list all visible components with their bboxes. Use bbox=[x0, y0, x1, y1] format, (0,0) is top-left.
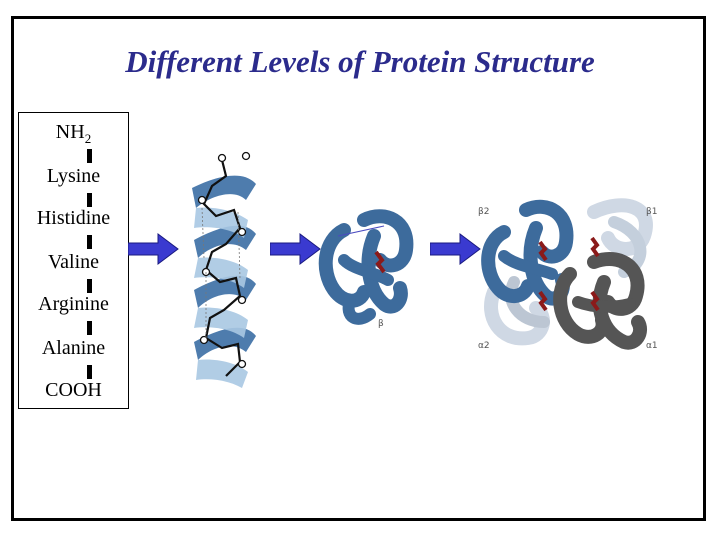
peptide-bond bbox=[87, 321, 92, 335]
arrow-right-icon bbox=[430, 233, 481, 265]
alpha-helix-figure bbox=[192, 151, 256, 388]
peptide-bond bbox=[87, 279, 92, 293]
peptide-bond bbox=[87, 235, 92, 249]
tertiary-structure-figure: β bbox=[318, 209, 414, 329]
label-beta2: β2 bbox=[478, 207, 489, 217]
peptide-bond bbox=[87, 193, 92, 207]
residue-alanine: Alanine bbox=[41, 337, 106, 359]
residue-histidine: Histidine bbox=[36, 207, 111, 229]
peptide-bond bbox=[87, 149, 92, 163]
peptide-bond bbox=[87, 365, 92, 379]
slide-border bbox=[11, 16, 706, 521]
arrow-right-icon bbox=[128, 233, 179, 265]
residue-lysine: Lysine bbox=[46, 165, 101, 187]
label-alpha1: α1 bbox=[646, 341, 658, 351]
residue-arginine: Arginine bbox=[38, 293, 109, 315]
slide-title: Different Levels of Protein Structure bbox=[125, 44, 595, 79]
residue-cooh: COOH bbox=[45, 379, 102, 401]
arrow-right-icon bbox=[270, 233, 321, 265]
label-alpha2: α2 bbox=[478, 341, 490, 351]
residue-valine: Valine bbox=[47, 251, 100, 273]
tertiary-beta-label: β bbox=[378, 319, 384, 329]
quaternary-structure-figure: β2 β1 α2 α1 bbox=[478, 198, 658, 351]
residue-nh2: NH2 bbox=[55, 121, 92, 146]
heme-icon bbox=[374, 250, 386, 274]
label-beta1: β1 bbox=[646, 207, 657, 217]
primary-structure-box: NH2 Lysine Histidine Valine Arginine Ala… bbox=[18, 112, 129, 409]
